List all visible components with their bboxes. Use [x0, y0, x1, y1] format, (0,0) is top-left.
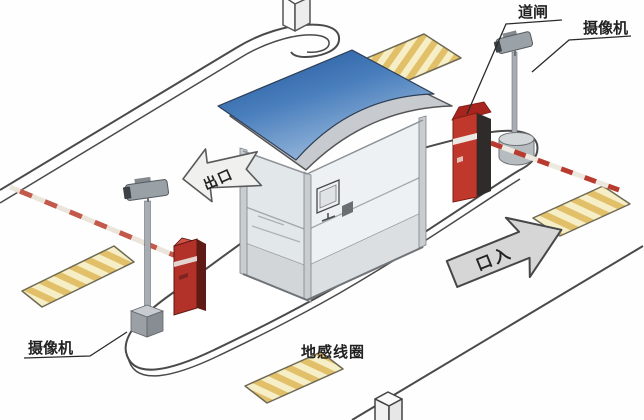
label-ground-coil: 地感线圈	[301, 343, 365, 361]
guard-booth	[217, 49, 453, 303]
ground-coil-exit	[21, 245, 135, 308]
camera-exit	[123, 176, 170, 338]
camera-entrance	[493, 30, 535, 166]
entrance-arrow: 口入	[445, 216, 563, 288]
leader-camera-entrance	[531, 35, 632, 73]
label-camera-exit: 摄像机	[28, 339, 73, 357]
barrier-gate-entrance	[451, 101, 620, 203]
camera-exit-base	[129, 304, 165, 338]
label-barrier-gate: 道闸	[518, 3, 548, 21]
leader-lines	[23, 19, 632, 359]
booth-monitor	[316, 179, 353, 222]
label-camera-entrance: 摄像机	[583, 19, 628, 37]
top-pillar	[282, 0, 311, 32]
bottom-pillar	[374, 391, 403, 420]
road-curb-bottom	[351, 245, 644, 420]
ground-coil-entrance-near	[244, 351, 344, 404]
leader-barrier-gate	[466, 19, 563, 115]
booth-roof	[217, 49, 435, 161]
road-curb-topleft	[0, 23, 341, 204]
leader-camera-exit	[23, 331, 128, 359]
barrier-arm-entrance	[487, 139, 620, 193]
